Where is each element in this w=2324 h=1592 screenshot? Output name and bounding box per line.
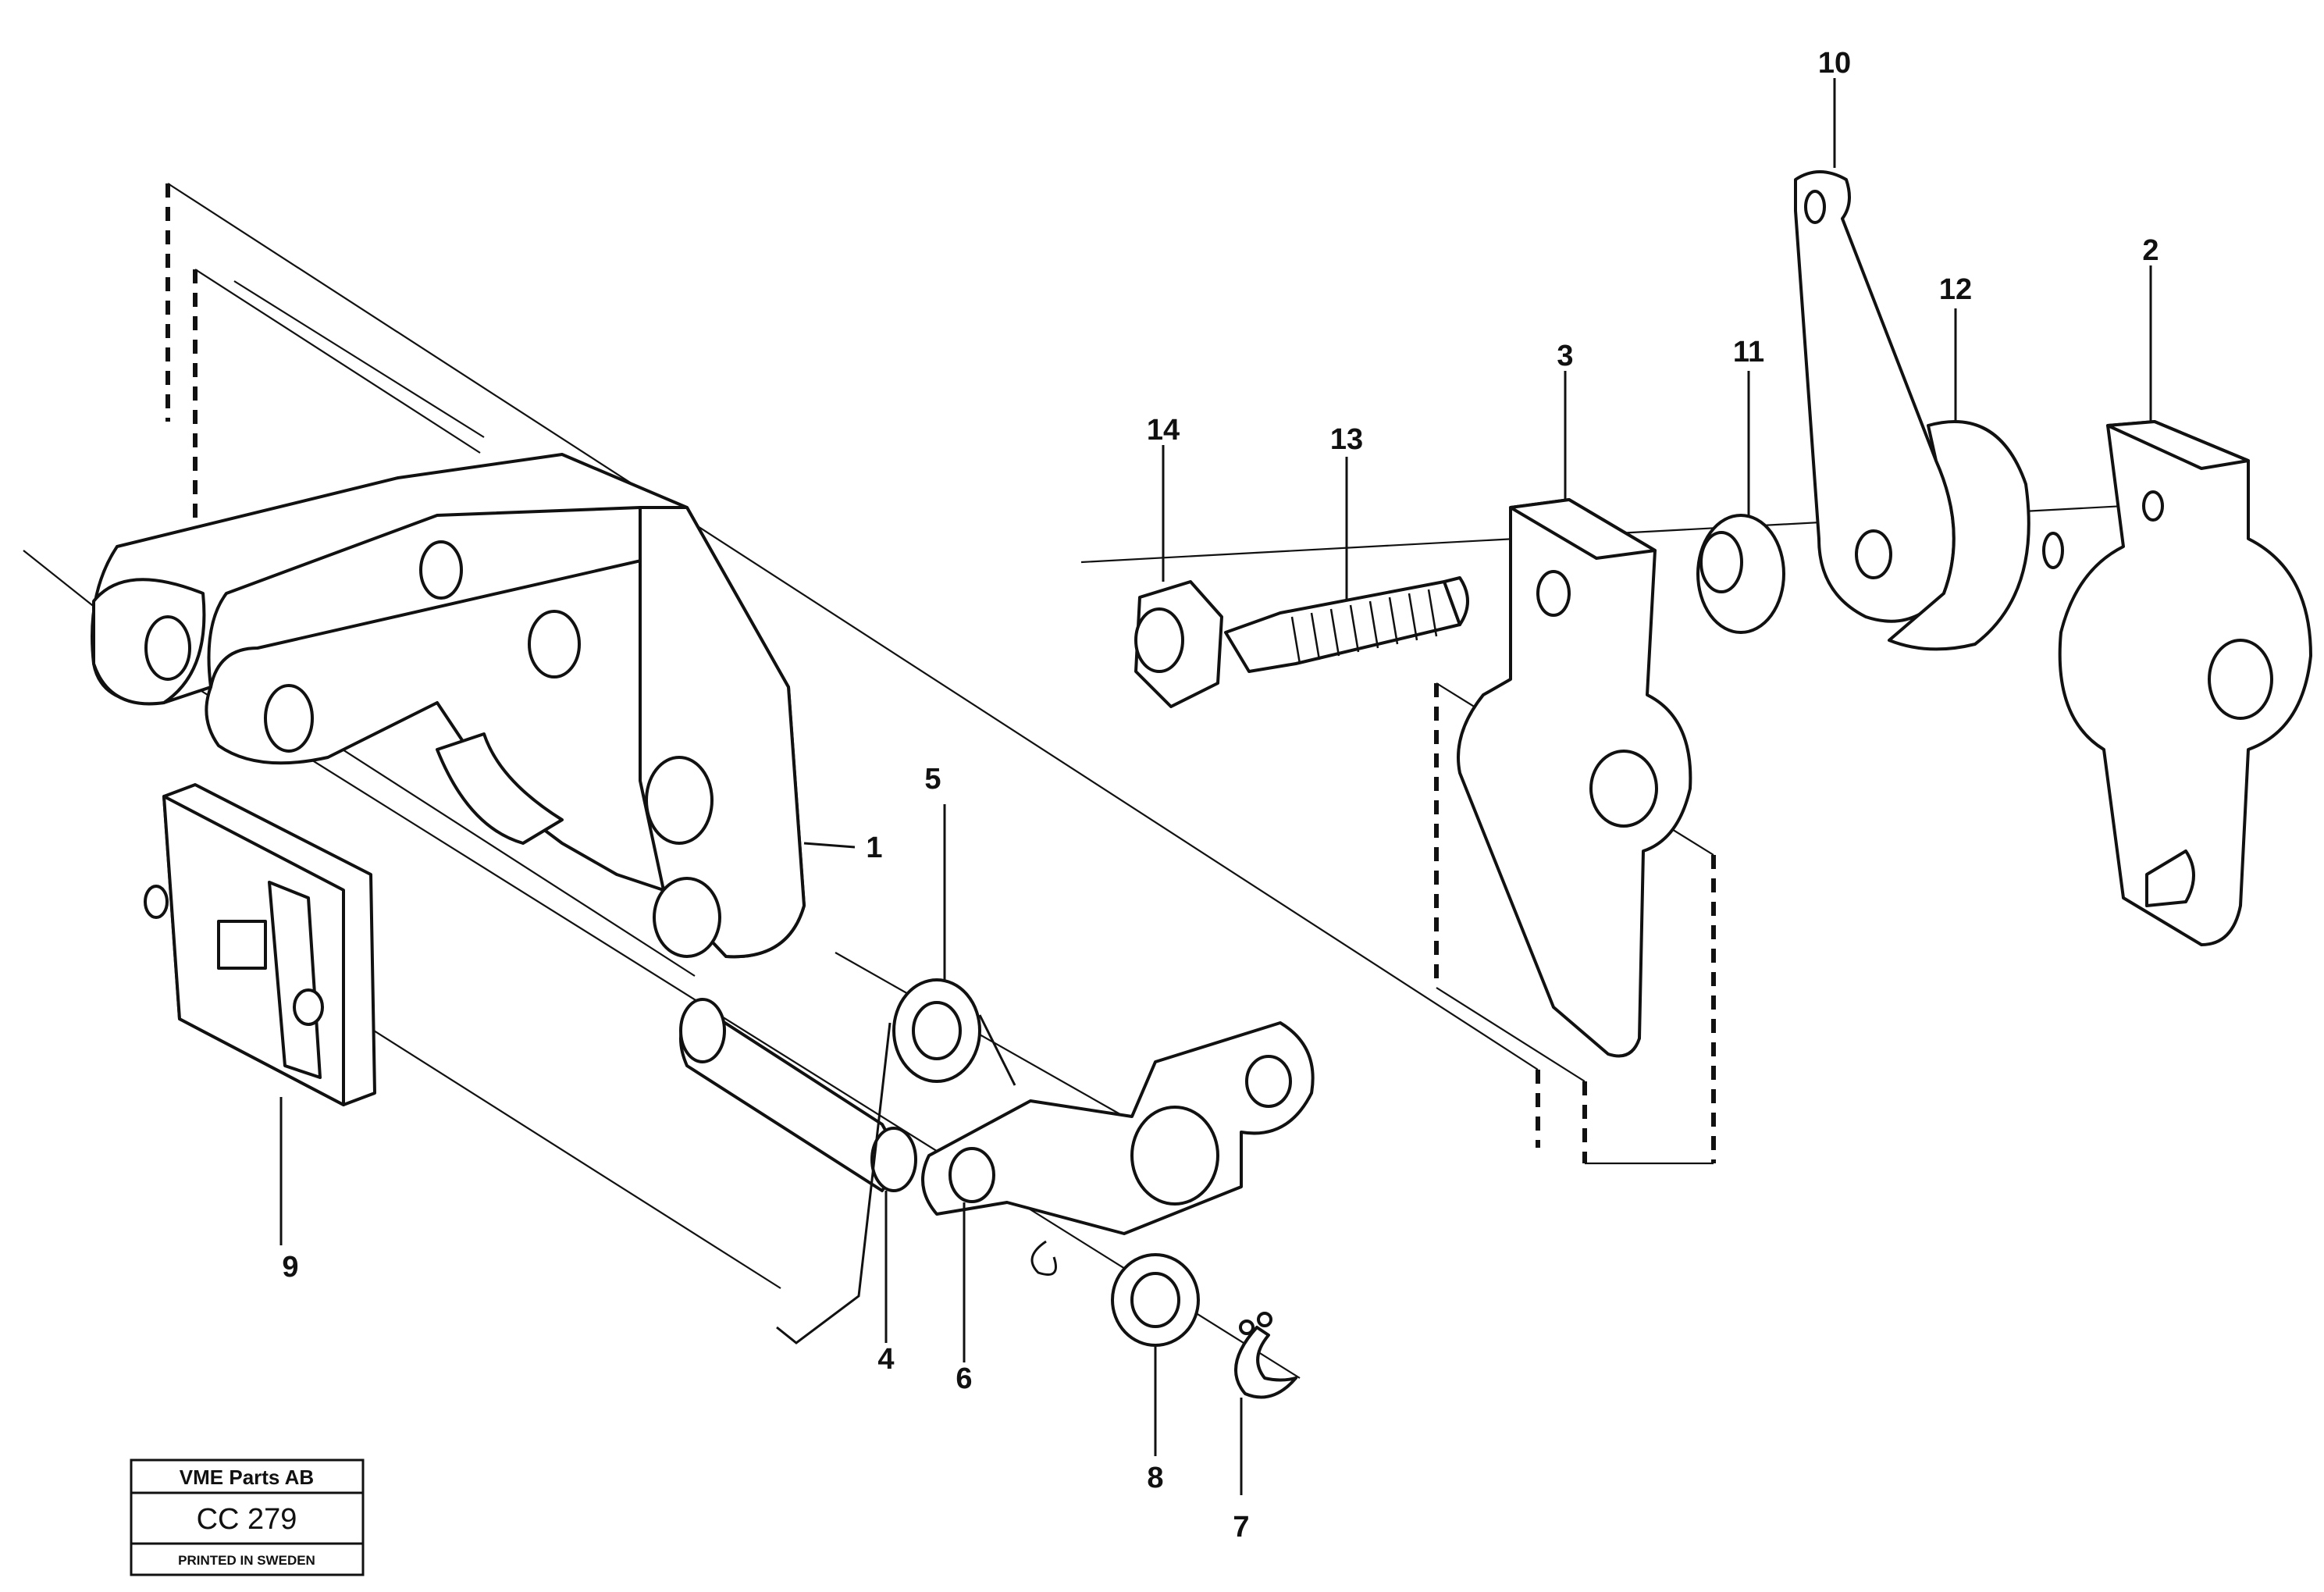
callout-14: 14 xyxy=(1147,414,1180,447)
part-1-bracket xyxy=(91,453,806,959)
stamp-code: CC 279 xyxy=(197,1503,297,1536)
callout-1: 1 xyxy=(866,832,882,864)
parts-stamp: VME Parts AB CC 279 PRINTED IN SWEDEN xyxy=(130,1458,365,1576)
part-6-plate xyxy=(921,1021,1315,1276)
part-2-rocker xyxy=(2058,420,2312,946)
stamp-company: VME Parts AB xyxy=(180,1466,314,1489)
callout-6: 6 xyxy=(956,1362,972,1395)
part-11-bushing xyxy=(1696,514,1785,634)
callout-numbers: 1 2 3 4 5 6 7 8 9 10 11 12 13 14 xyxy=(282,47,2159,1544)
callout-10: 10 xyxy=(1818,47,1851,80)
callout-12: 12 xyxy=(1939,273,1972,306)
callout-leaders xyxy=(279,78,2152,1495)
part-14-nut xyxy=(1134,580,1223,708)
part-4-pin xyxy=(679,998,917,1192)
part-12-hub xyxy=(1888,420,2064,651)
part-13-screw xyxy=(1224,576,1469,673)
callout-5: 5 xyxy=(924,763,941,796)
part-5-spring xyxy=(776,978,1016,1344)
part-10-crank xyxy=(1794,170,1956,623)
callout-2: 2 xyxy=(2142,234,2159,267)
part-8-washer xyxy=(1111,1253,1200,1347)
part-7-circlip xyxy=(1234,1312,1297,1399)
callout-13: 13 xyxy=(1330,423,1363,456)
callout-9: 9 xyxy=(282,1251,298,1284)
callout-3: 3 xyxy=(1557,340,1573,372)
callout-4: 4 xyxy=(877,1343,894,1376)
stamp-printed: PRINTED IN SWEDEN xyxy=(178,1553,315,1568)
callout-7: 7 xyxy=(1233,1511,1249,1544)
part-3-lever xyxy=(1457,498,1692,1058)
part-9-block xyxy=(144,783,376,1106)
callout-8: 8 xyxy=(1147,1462,1163,1494)
callout-11: 11 xyxy=(1733,336,1764,369)
